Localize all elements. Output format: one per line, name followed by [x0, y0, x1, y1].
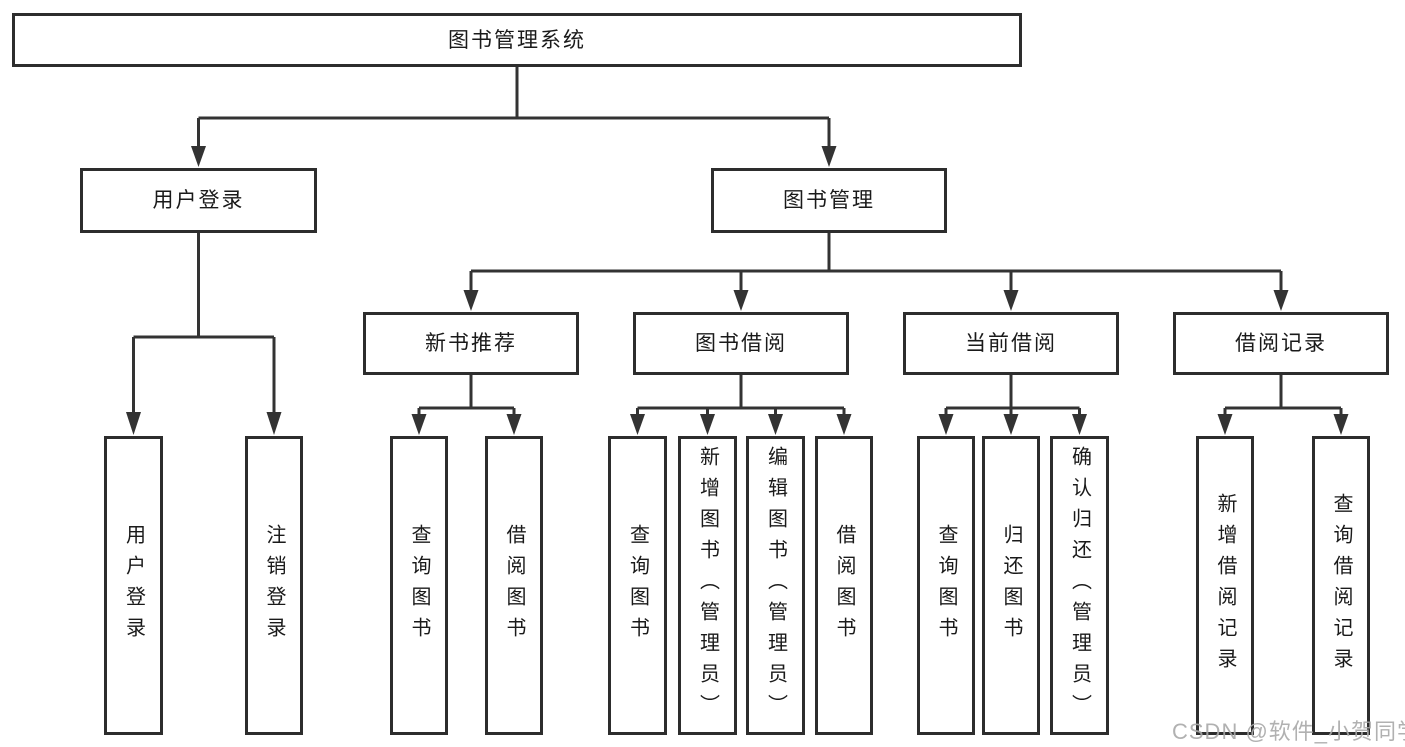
node-book-borrow-label: 图书借阅 [695, 332, 787, 355]
csdn-watermark: CSDN @软件_小贺同学 [1172, 719, 1405, 744]
connector-new-book-rec-children [411, 375, 522, 435]
leaf-user-login-label: 用户登录 [122, 523, 145, 648]
node-root: 图书管理系统 [12, 13, 1022, 67]
node-root-label: 图书管理系统 [448, 28, 586, 52]
leaf-bb-query-books: 查询图书 [608, 436, 667, 735]
leaf-logout-label: 注销登录 [263, 523, 285, 648]
connector-current-borrow-children [938, 375, 1087, 435]
leaf-br-add-record: 新增借阅记录 [1196, 436, 1254, 735]
leaf-br-query-record-label: 查询借阅记录 [1330, 492, 1352, 679]
leaf-br-add-record-label: 新增借阅记录 [1214, 492, 1236, 679]
leaf-nbr-query-books-label: 查询图书 [408, 523, 430, 648]
connector-borrow-records-children [1217, 375, 1349, 435]
leaf-nbr-borrow-books: 借阅图书 [485, 436, 543, 735]
leaf-logout: 注销登录 [245, 436, 303, 735]
node-book-mgmt: 图书管理 [711, 168, 947, 233]
leaf-cb-return-books: 归还图书 [982, 436, 1040, 735]
node-new-book-rec-label: 新书推荐 [425, 332, 517, 355]
leaf-bb-borrow-books: 借阅图书 [815, 436, 873, 735]
node-new-book-rec: 新书推荐 [363, 312, 579, 375]
connector-root-to-level2 [191, 67, 837, 167]
connector-user-login-children [126, 233, 282, 435]
connector-book-borrow-children [630, 375, 852, 435]
leaf-cb-return-books-label: 归还图书 [1000, 523, 1022, 648]
leaf-bb-edit-books-admin-label: 编辑图书（管理员） [764, 446, 787, 725]
leaf-cb-confirm-return-admin: 确认归还（管理员） [1050, 436, 1109, 735]
leaf-user-login: 用户登录 [104, 436, 163, 735]
leaf-nbr-borrow-books-label: 借阅图书 [503, 523, 525, 648]
node-borrow-records-label: 借阅记录 [1235, 332, 1327, 355]
node-current-borrow-label: 当前借阅 [965, 332, 1057, 355]
leaf-bb-borrow-books-label: 借阅图书 [833, 523, 855, 648]
leaf-bb-add-books-admin-label: 新增图书（管理员） [696, 446, 719, 725]
leaf-cb-query-books: 查询图书 [917, 436, 975, 735]
node-book-mgmt-label: 图书管理 [783, 189, 875, 212]
leaf-bb-add-books-admin: 新增图书（管理员） [678, 436, 737, 735]
connector-book-mgmt-children [463, 233, 1289, 311]
node-user-login-label: 用户登录 [152, 189, 245, 212]
leaf-nbr-query-books: 查询图书 [390, 436, 448, 735]
leaf-bb-edit-books-admin: 编辑图书（管理员） [746, 436, 805, 735]
leaf-bb-query-books-label: 查询图书 [626, 523, 649, 648]
node-current-borrow: 当前借阅 [903, 312, 1119, 375]
node-user-login: 用户登录 [80, 168, 317, 233]
node-book-borrow: 图书借阅 [633, 312, 849, 375]
leaf-br-query-record: 查询借阅记录 [1312, 436, 1370, 735]
leaf-cb-query-books-label: 查询图书 [935, 523, 957, 648]
leaf-cb-confirm-return-admin-label: 确认归还（管理员） [1068, 446, 1091, 725]
node-borrow-records: 借阅记录 [1173, 312, 1389, 375]
